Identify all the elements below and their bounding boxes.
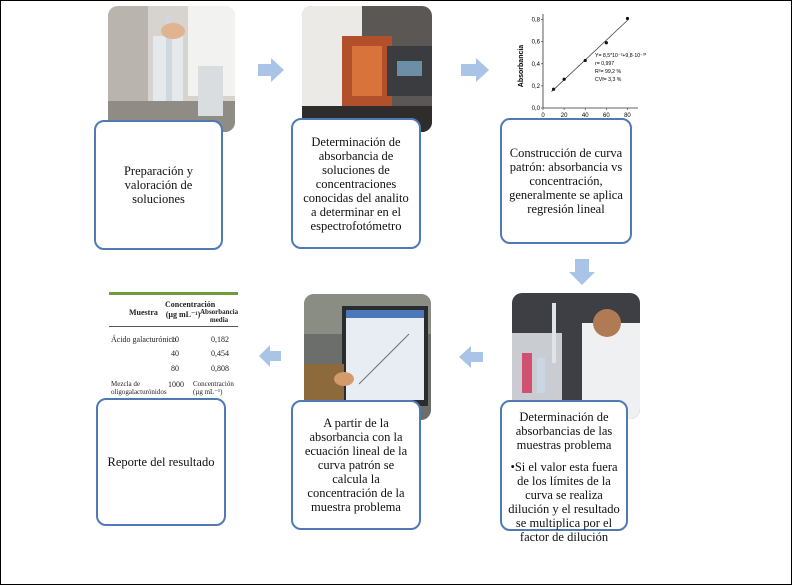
step-box-report: Reporte del resultado bbox=[96, 398, 226, 526]
step-box-preparation: Preparación y valoración de soluciones bbox=[94, 120, 223, 250]
step-box-sample-absorbance: Determinación de absorbancias de las mue… bbox=[500, 400, 628, 531]
table-header-rule bbox=[109, 326, 238, 327]
lab-scene-illustration bbox=[108, 6, 235, 132]
chart-ylabel: Absorbancia bbox=[518, 45, 525, 88]
table-header-concentracion: Concentración (µg mL⁻¹) bbox=[165, 300, 201, 319]
table-cell-r0c2: 0,182 bbox=[211, 335, 229, 344]
chart-annotation: Y= 8,5*10⁻³+9,8·10⁻³*X bbox=[595, 53, 646, 59]
arrow-down-icon bbox=[569, 259, 595, 285]
chart-data-point bbox=[552, 88, 555, 91]
step-text-absorbance-standards: Determinación de absorbancia de solucion… bbox=[299, 135, 413, 233]
table-header-muestra: Muestra bbox=[129, 308, 158, 317]
chart-annotation: r= 0,997 bbox=[595, 61, 614, 67]
chart-data-point bbox=[605, 41, 608, 44]
chart-ytick-label: 0,8 bbox=[532, 18, 541, 24]
step-box-calculate-concentration: A partir de la absorbancia con la ecuaci… bbox=[291, 400, 421, 530]
table-top-rule bbox=[109, 292, 238, 295]
arrow-right-2-icon bbox=[461, 58, 489, 82]
step-box-calibration-curve: Construcción de curva patrón: absorbanci… bbox=[500, 118, 632, 244]
chart-data-point bbox=[563, 78, 566, 81]
photo-spectrophotometer bbox=[302, 6, 432, 132]
spectro-scene-illustration bbox=[302, 6, 432, 132]
chart-ytick-label: 0,2 bbox=[532, 84, 541, 90]
arrow-left-2-icon bbox=[259, 345, 281, 367]
step-text-calibration-curve: Construcción de curva patrón: absorbanci… bbox=[508, 146, 624, 216]
chart-ytick-label: 0,0 bbox=[532, 106, 541, 112]
table-header-absorbancia: Absorbancia media bbox=[200, 308, 238, 324]
table-cell-r1c2: 0,454 bbox=[211, 349, 229, 358]
chart-ytick-label: 0,6 bbox=[532, 40, 541, 46]
photo-preparation bbox=[108, 6, 235, 132]
result-table-image: Muestra Concentración (µg mL⁻¹) Absorban… bbox=[109, 292, 238, 412]
chart-annotation: R²= 99,2 % bbox=[595, 69, 621, 75]
chart-annotation: CVf= 3,3 % bbox=[595, 77, 622, 83]
step-text-preparation: Preparación y valoración de soluciones bbox=[102, 164, 215, 206]
chart-data-point bbox=[584, 59, 587, 62]
table-cell-r3c2: Concentración (µg mL⁻¹) bbox=[193, 380, 238, 396]
step-title-sample-absorbance: Determinación de absorbancias de las mue… bbox=[508, 410, 620, 452]
arrow-right-1-icon bbox=[258, 58, 284, 82]
arrow-left-1-icon bbox=[459, 346, 483, 368]
table-cell-r0c0: Ácido galacturónico bbox=[111, 335, 176, 344]
chart-data-point bbox=[626, 17, 629, 20]
step-box-absorbance-standards: Determinación de absorbancia de solucion… bbox=[291, 118, 421, 249]
table-cell-r3c1: 1000 bbox=[168, 380, 184, 389]
step-text-report: Reporte del resultado bbox=[108, 455, 215, 469]
table-cell-r1c1: 40 bbox=[171, 349, 179, 358]
step-bullet-dilution: •Si el valor esta fuera de los límites d… bbox=[508, 460, 620, 544]
table-cell-r2c1: 80 bbox=[171, 364, 179, 373]
table-cell-r3c0: Mezcla de oligogalacturónidos bbox=[111, 380, 169, 396]
step-text-calculate-concentration: A partir de la absorbancia con la ecuaci… bbox=[299, 416, 413, 514]
chart-ytick-label: 0,4 bbox=[532, 62, 541, 68]
table-cell-r2c2: 0,808 bbox=[211, 364, 229, 373]
table-cell-r0c1: 10 bbox=[171, 335, 179, 344]
